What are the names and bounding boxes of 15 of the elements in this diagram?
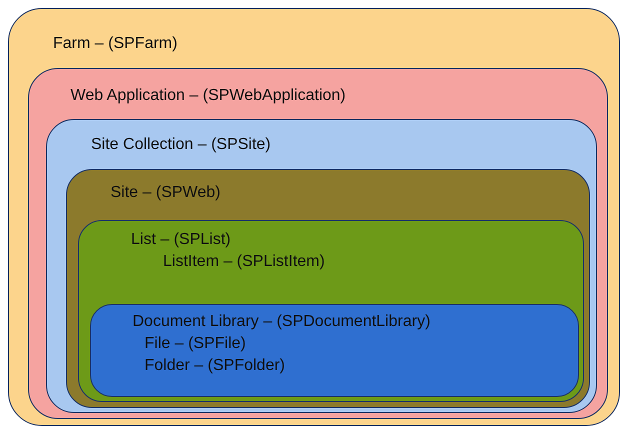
box-label: ListItem – (SPListItem) [163,252,325,272]
nested-box [78,220,584,402]
box-label: Web Application – (SPWebApplication) [70,86,346,106]
nested-box [46,119,597,413]
box-label: Folder – (SPFolder) [144,356,286,376]
box-label: Farm – (SPFarm) [53,34,178,54]
nested-box [28,68,608,418]
box-label: Site Collection – (SPSite) [91,135,271,155]
nested-box [90,304,578,396]
nested-box [66,168,590,408]
box-label: Document Library – (SPDocumentLibrary) [132,312,430,332]
nested-box [8,8,620,426]
box-label: Site – (SPWeb) [110,182,220,202]
box-label: File – (SPFile) [144,334,247,354]
box-label: List – (SPList) [131,230,232,250]
